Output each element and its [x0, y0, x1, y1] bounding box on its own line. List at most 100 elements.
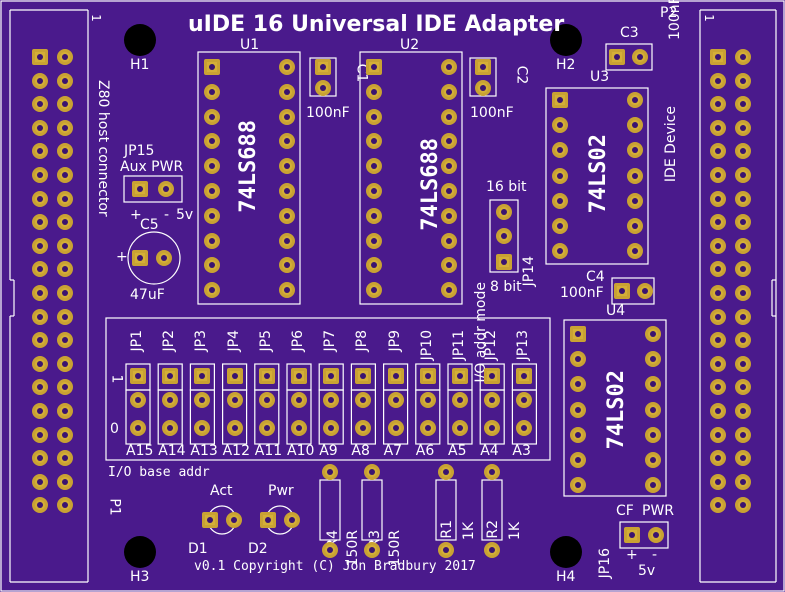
u2-pad	[366, 183, 382, 199]
jp16-plus: +	[626, 547, 638, 563]
u3-pad	[552, 167, 568, 184]
p2-pad	[735, 214, 751, 231]
p2-pad	[710, 190, 726, 207]
address-label: A8	[351, 443, 370, 459]
p1-pad	[32, 96, 48, 113]
jp11-pad	[452, 368, 468, 384]
jp1-pad	[130, 392, 146, 408]
p1-pad	[32, 285, 48, 301]
u4-pad	[645, 351, 661, 368]
p1-pad	[32, 426, 48, 443]
u2-pad	[441, 108, 457, 125]
jp12-bottom-outline	[479, 389, 505, 445]
u2-pad	[441, 207, 457, 224]
jp10-pad	[419, 420, 436, 436]
r1-outline	[435, 479, 457, 541]
jp5-pad	[258, 368, 275, 384]
jumper-ref: JP8	[354, 330, 371, 352]
jp15-minus: -	[164, 207, 170, 223]
u3-pad	[552, 117, 568, 134]
jp16-volt: 5v	[638, 563, 656, 579]
jp4-pad	[226, 368, 243, 384]
p2-pad	[735, 237, 751, 254]
u2-pad	[441, 282, 457, 299]
jp16-ref: JP16	[597, 548, 613, 579]
r2-value: 1K	[507, 522, 523, 541]
jp13-bottom-outline	[511, 389, 538, 445]
jp2-pad	[162, 368, 179, 384]
u2-pad	[441, 133, 457, 150]
h4-hole	[550, 536, 582, 568]
jp14-ref: JP14	[521, 256, 537, 287]
p1-pad	[57, 426, 73, 443]
p2-pad	[710, 379, 726, 396]
u4-pad	[645, 452, 661, 468]
u1-pad	[279, 257, 295, 274]
r1-value: 1K	[461, 522, 477, 541]
u1-pad	[204, 59, 220, 75]
jumper-ref: JP2	[161, 330, 178, 352]
jp7-pad	[323, 368, 340, 384]
jumper-ref: JP13	[515, 330, 532, 361]
u2-pad	[366, 133, 382, 150]
p1-pad	[57, 237, 73, 254]
u3-part: 74LS02	[586, 134, 611, 214]
jumper-ref: JP7	[322, 330, 339, 352]
jp10-pad	[419, 368, 436, 384]
p2-ref: P2	[660, 5, 678, 21]
r2-ref: R2	[485, 520, 501, 539]
u1-pad	[204, 83, 220, 100]
u1-outline	[197, 51, 301, 305]
p2-pad	[710, 96, 726, 113]
jp11-pad	[452, 392, 468, 408]
u1-pad	[279, 83, 295, 100]
p2-pad	[710, 261, 726, 278]
c1-outline	[309, 57, 337, 97]
u2-pad	[366, 282, 382, 299]
u4-outline	[563, 319, 667, 497]
u3-pad	[552, 218, 568, 234]
jp15-ref: JP15	[124, 143, 155, 159]
c3-pad	[609, 49, 625, 65]
d2-pad	[284, 512, 300, 528]
p2-pad	[710, 143, 726, 160]
p2-pad	[735, 355, 751, 372]
p2-pad	[710, 237, 726, 254]
jp14-bottom: 8 bit	[490, 279, 522, 295]
r4-pad	[322, 464, 338, 480]
jumper-ref: JP9	[386, 330, 403, 352]
p2-pad	[710, 167, 726, 183]
u1-pad	[279, 133, 295, 150]
u4-pad	[570, 426, 586, 443]
c5-ref: C5	[140, 217, 159, 233]
jp11-bottom-outline	[447, 389, 473, 445]
p2-pad	[735, 497, 751, 514]
p1-pad	[57, 403, 73, 419]
p2-pad	[735, 96, 751, 113]
jp16-pwr: PWR	[642, 503, 675, 519]
c4-pad	[614, 283, 630, 299]
p1-pad	[57, 167, 73, 183]
jp8-pad	[355, 420, 372, 436]
jp14-pad	[496, 204, 512, 220]
jp3-pad	[194, 368, 211, 384]
u2-pad	[366, 108, 382, 125]
jp2-bottom-outline	[157, 389, 183, 445]
r4-pad	[322, 542, 338, 558]
p2-pad	[735, 49, 751, 65]
jp14-outline	[489, 199, 519, 273]
p1-pad	[32, 403, 48, 419]
p1-pad	[32, 72, 48, 89]
u4-pad	[645, 401, 661, 418]
jp16-minus: -	[652, 547, 658, 563]
p1-pad	[57, 261, 73, 278]
p1-pad	[32, 473, 48, 490]
p1-pad	[57, 72, 73, 89]
copyright-text: v0.1 Copyright (C) Jon Bradbury 2017	[194, 559, 476, 574]
jp15-outline	[123, 175, 183, 203]
jp3-pad	[194, 392, 211, 408]
p2-pad	[735, 473, 751, 490]
jp16-pad	[648, 527, 664, 543]
p2-pad	[710, 214, 726, 231]
